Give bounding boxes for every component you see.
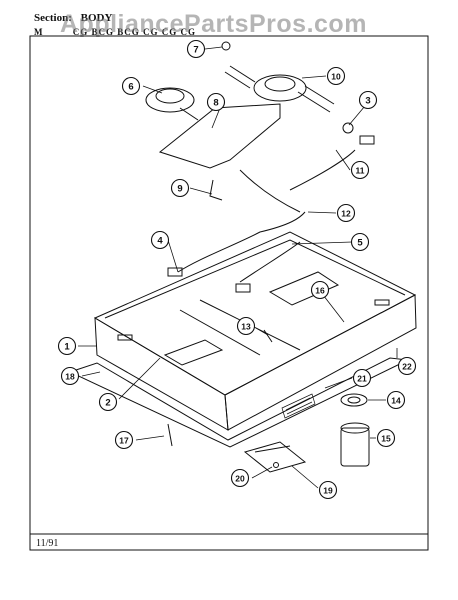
callout-circle <box>352 368 372 388</box>
nut-3 <box>342 122 354 134</box>
callout-8: 8 <box>206 92 226 112</box>
callout-number: 17 <box>119 435 129 445</box>
callout-circle <box>121 76 141 96</box>
callout-number: 13 <box>241 321 251 331</box>
screw-13 <box>263 329 273 343</box>
callout-number: 12 <box>341 208 351 218</box>
callout-22: 22 <box>397 356 417 376</box>
callout-number: 21 <box>357 373 367 383</box>
model-values: CG BCG BCG CG CG CG <box>72 27 197 37</box>
screw-20 <box>273 462 279 468</box>
callout-circle <box>230 468 250 488</box>
model-label: M <box>34 27 44 37</box>
body-tray <box>93 231 417 431</box>
callout-number: 9 <box>177 183 182 194</box>
callout-1: 1 <box>57 336 77 356</box>
callout-circle <box>358 90 378 110</box>
callout-2: 2 <box>98 392 118 412</box>
gas-tube-left <box>177 211 306 273</box>
callout-circle <box>376 428 396 448</box>
callout-21: 21 <box>352 368 372 388</box>
callout-20: 20 <box>230 468 250 488</box>
screw-7 <box>221 41 231 51</box>
section-header: Section: BODY <box>34 12 112 24</box>
callout-4: 4 <box>150 230 170 250</box>
callout-circle <box>350 160 370 180</box>
callout-circle <box>318 480 338 500</box>
callout-number: 15 <box>381 433 391 443</box>
callout-17: 17 <box>114 430 134 450</box>
burner-right <box>253 74 335 113</box>
page-frame <box>29 35 429 551</box>
watermark-logo: AppliancePartsPros.com <box>60 10 367 38</box>
valve-right <box>235 283 251 293</box>
callout-circle <box>336 203 356 223</box>
callout-number: 22 <box>402 361 412 371</box>
section-label: Section: <box>34 12 72 24</box>
callout-15: 15 <box>376 428 396 448</box>
burner-left <box>145 87 199 121</box>
burner-bracket <box>158 103 281 169</box>
callout-circle <box>206 92 226 112</box>
callout-circle <box>397 356 417 376</box>
callout-number: 10 <box>331 71 341 81</box>
screw-17 <box>167 423 173 447</box>
valve-upper <box>359 135 375 145</box>
callout-circle <box>186 39 206 59</box>
callout-number: 14 <box>391 395 401 405</box>
callout-number: 20 <box>235 473 245 483</box>
jar-assembly <box>340 393 370 467</box>
footer-date: 11/91 <box>36 538 59 549</box>
callout-6: 6 <box>121 76 141 96</box>
callout-circle <box>350 232 370 252</box>
callout-number: 5 <box>357 237 363 248</box>
callout-number: 11 <box>356 165 365 175</box>
vent-grille <box>281 393 316 419</box>
callout-number: 4 <box>157 235 163 246</box>
bottom-plate <box>68 357 410 448</box>
callout-circle <box>114 430 134 450</box>
callout-18: 18 <box>60 366 80 386</box>
callout-number: 8 <box>213 97 218 108</box>
clip-9 <box>209 179 223 201</box>
callout-number: 16 <box>315 285 325 295</box>
callout-circle <box>236 316 256 336</box>
callout-10: 10 <box>326 66 346 86</box>
callout-number: 19 <box>323 485 333 495</box>
callout-circle <box>310 280 330 300</box>
gas-tube-center <box>239 169 301 213</box>
callout-number: 6 <box>128 81 133 92</box>
callout-number: 1 <box>64 341 70 352</box>
section-value: BODY <box>80 12 113 24</box>
callout-circle <box>170 178 190 198</box>
callout-number: 18 <box>65 371 75 381</box>
callout-3: 3 <box>358 90 378 110</box>
callout-number: 2 <box>105 397 110 408</box>
valve-left <box>167 267 183 277</box>
callout-circle <box>326 66 346 86</box>
callout-circle <box>386 390 406 410</box>
callout-number: 3 <box>365 95 370 106</box>
model-line: M CG BCG BCG CG CG CG <box>34 27 196 37</box>
callout-circle <box>150 230 170 250</box>
callout-7: 7 <box>186 39 206 59</box>
callout-12: 12 <box>336 203 356 223</box>
gas-tube-upper <box>289 149 356 191</box>
callout-circle <box>60 366 80 386</box>
callout-16: 16 <box>310 280 330 300</box>
callout-14: 14 <box>386 390 406 410</box>
callout-9: 9 <box>170 178 190 198</box>
callout-13: 13 <box>236 316 256 336</box>
access-panel <box>243 441 307 473</box>
callout-19: 19 <box>318 480 338 500</box>
callout-number: 7 <box>193 44 198 55</box>
callout-circle <box>98 392 118 412</box>
callout-5: 5 <box>350 232 370 252</box>
callout-circle <box>57 336 77 356</box>
callout-11: 11 <box>350 160 370 180</box>
gas-tube-right <box>239 241 301 283</box>
